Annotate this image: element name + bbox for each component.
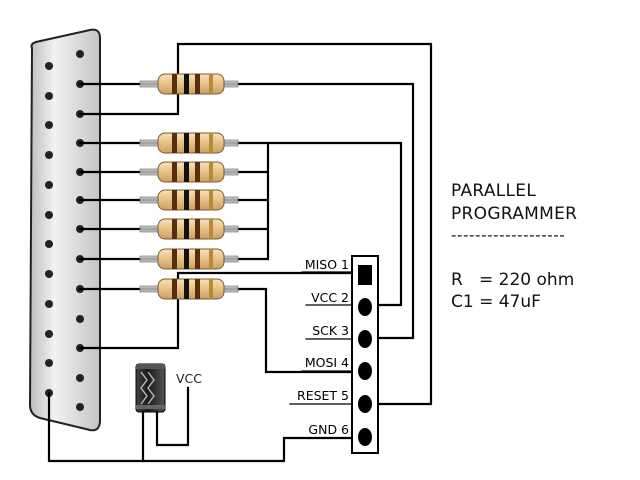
resistor [139,73,239,95]
capacitor-value-note: C1 = 47uF [451,292,541,312]
wire-miso [78,271,355,350]
connector-pin [45,181,53,189]
connector-pin [76,50,84,58]
title-line-2: PROGRAMMER [451,204,578,224]
connector-pin [45,359,53,367]
header-pin [358,298,372,316]
connector-pin [45,211,53,219]
wire-mosi [78,287,368,374]
pin-label-vcc: VCC 2 [311,290,349,305]
pin-label-gnd: GND 6 [308,422,349,437]
resistor [139,161,239,183]
circuit-wires [47,42,433,463]
connector-pin [45,240,53,248]
connector-pin [76,403,84,411]
title-divider: ------------------- [451,226,566,244]
title-line-1: PARALLEL [451,181,537,201]
resistor [139,132,239,154]
isp-header-labels: MISO 1 VCC 2 SCK 3 MOSI 4 RESET 5 GND 6 [297,257,349,437]
wire-reset [78,42,433,406]
pin-label-sck: SCK 3 [312,323,349,338]
header-pin [358,428,372,446]
connector-pin [45,330,53,338]
resistor-value-note: R = 220 ohm [451,270,575,290]
wire-sck [78,82,415,340]
isp-header [351,255,379,454]
connector-pin [45,62,53,70]
resistor [139,248,239,270]
resistor [139,278,239,300]
pin-label-reset: RESET 5 [297,388,349,403]
resistor [139,218,239,240]
capacitor-c1 [135,363,166,413]
connector-pin [76,315,84,323]
resistor [139,189,239,211]
header-pin [358,330,372,348]
connector-pin [45,121,53,129]
resistor-array [139,73,239,300]
wire-cap-vcc [155,386,190,447]
pin-label-miso: MISO 1 [305,257,349,272]
pin-label-underlines [289,271,353,439]
connector-pin [45,300,53,308]
header-pin [358,362,372,380]
header-pin-square [358,265,372,285]
vcc-label: VCC [176,371,202,386]
connector-pin [45,92,53,100]
wire-vcc-resistors [78,141,403,307]
pin-label-mosi: MOSI 4 [305,355,349,370]
header-pin [358,395,372,413]
connector-pin [45,151,53,159]
db25-connector [28,28,101,432]
db25-pins-left-column [45,62,53,397]
connector-pin [45,270,53,278]
connector-pin [76,374,84,382]
